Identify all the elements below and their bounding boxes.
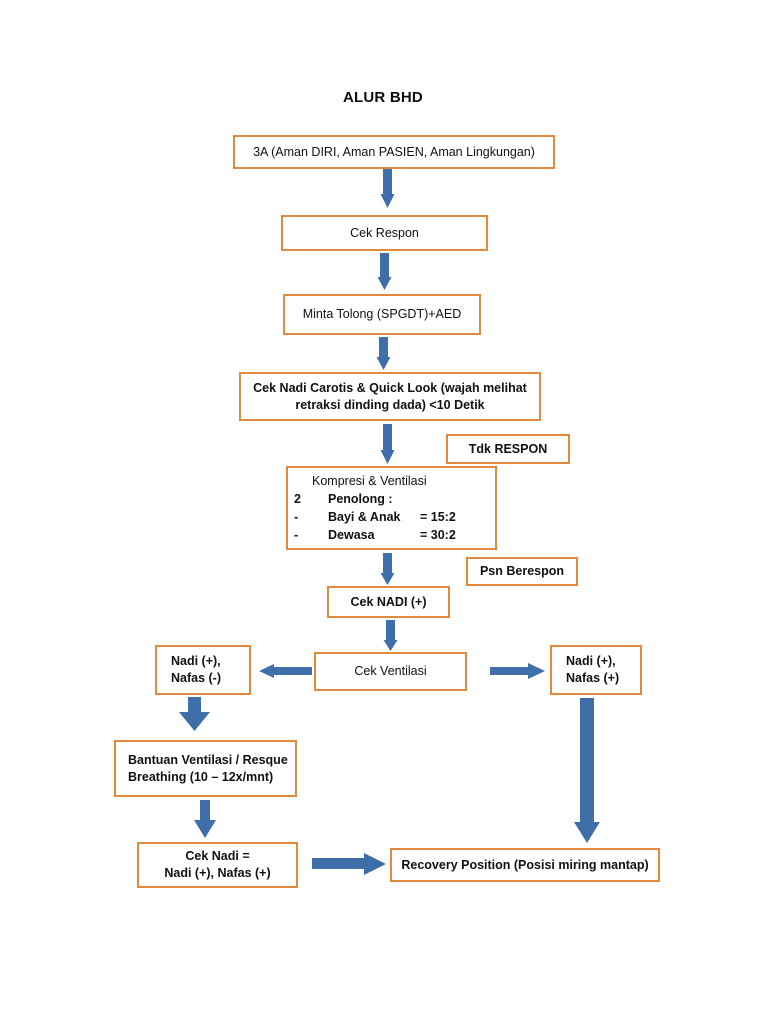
page-title: ALUR BHD (343, 89, 423, 106)
arrow-ventilation-to-right (490, 663, 545, 679)
node-call-help-text: Minta Tolong (SPGDT)+AED (302, 307, 462, 322)
compression-heading: Kompresi & Ventilasi (312, 473, 427, 488)
compression-row-1: -Bayi & Anak= 15:2 (294, 510, 456, 524)
node-check-response[interactable]: Cek Respon (281, 215, 488, 251)
node-safety-3a-text: 3A (Aman DIRI, Aman PASIEN, Aman Lingkun… (253, 144, 535, 159)
node-pulse-with-breath-line2: Nafas (+) (566, 671, 620, 685)
label-no-response-text: Tdk RESPON (468, 441, 548, 456)
node-check-response-text: Cek Respon (350, 225, 419, 240)
node-recheck-pulse[interactable]: Cek Nadi = Nadi (+), Nafas (+) (137, 842, 298, 888)
arrow-pulsecheck-to-ventilation (383, 620, 398, 651)
node-check-ventilation[interactable]: Cek Ventilasi (314, 652, 467, 691)
node-check-ventilation-text: Cek Ventilasi (354, 664, 427, 679)
node-rescue-breathing-line2: Breathing (10 – 12x/mnt) (128, 769, 274, 784)
node-pulse-with-breath[interactable]: Nadi (+), Nafas (+) (550, 645, 642, 695)
node-carotid-check-line1: Cek Nadi Carotis & Quick Look (wajah mel… (253, 380, 527, 395)
arrow-rescue-to-recheck (194, 800, 216, 838)
node-carotid-check[interactable]: Cek Nadi Carotis & Quick Look (wajah mel… (239, 372, 541, 421)
arrow-response-to-help (377, 253, 392, 290)
node-pulse-no-breath-line2: Nafas (-) (171, 671, 222, 685)
node-pulse-with-breath-line1: Nadi (+), (566, 654, 616, 669)
label-patient-responds-text: Psn Berespon (479, 564, 565, 579)
node-recheck-pulse-line2: Nadi (+), Nafas (+) (164, 866, 271, 880)
node-recovery-position-text: Recovery Position (Posisi miring mantap) (401, 857, 649, 872)
node-safety-3a[interactable]: 3A (Aman DIRI, Aman PASIEN, Aman Lingkun… (233, 135, 555, 169)
arrow-right-to-recovery (574, 698, 600, 843)
node-pulse-no-breath-line1: Nadi (+), (171, 654, 221, 669)
arrow-help-to-carotid (376, 337, 391, 370)
node-check-pulse-positive[interactable]: Cek NADI (+) (327, 586, 450, 618)
node-recheck-pulse-line1: Cek Nadi = (185, 849, 250, 864)
node-rescue-breathing-line1: Bantuan Ventilasi / Resque (128, 752, 288, 767)
arrow-safety-to-response (380, 168, 395, 208)
arrow-ventilation-to-left (259, 664, 312, 678)
compression-row-2: -Dewasa= 30:2 (294, 528, 456, 543)
arrow-left-to-rescue-breathing (179, 697, 210, 731)
label-patient-responds[interactable]: Psn Berespon (466, 557, 578, 586)
arrow-recheck-to-recovery (312, 853, 386, 875)
node-rescue-breathing[interactable]: Bantuan Ventilasi / Resque Breathing (10… (114, 740, 297, 797)
label-no-response[interactable]: Tdk RESPON (446, 434, 570, 464)
arrow-compression-to-pulsecheck (380, 553, 395, 585)
node-call-help[interactable]: Minta Tolong (SPGDT)+AED (283, 294, 481, 335)
arrow-carotid-to-compression (380, 424, 395, 464)
node-carotid-check-line2: retraksi dinding dada) <10 Detik (295, 397, 485, 412)
node-recovery-position[interactable]: Recovery Position (Posisi miring mantap) (390, 848, 660, 882)
node-pulse-no-breath[interactable]: Nadi (+), Nafas (-) (155, 645, 251, 695)
node-check-pulse-positive-text: Cek NADI (+) (350, 594, 427, 609)
